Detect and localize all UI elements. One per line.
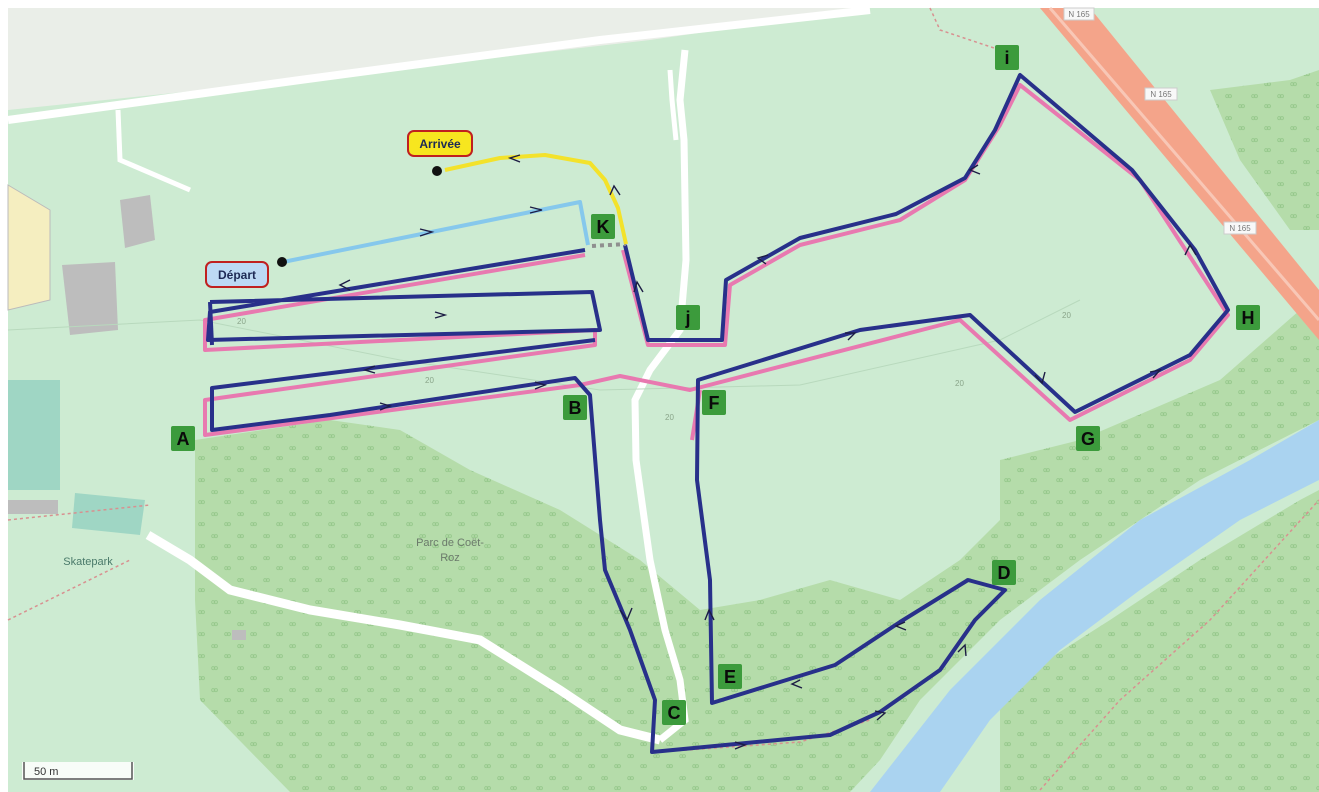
arrow-icon — [756, 254, 769, 265]
footpath — [7, 6, 871, 124]
arrow-icon — [894, 621, 907, 631]
footpath — [631, 49, 690, 743]
checkpoint-G: G — [1076, 426, 1100, 451]
road-n165 — [1040, 8, 1319, 340]
arrow-icon — [704, 608, 715, 621]
route-finish — [444, 153, 628, 245]
arrow-icon — [434, 311, 448, 319]
route-start — [282, 200, 590, 264]
road-label-n165-mid: N 165 — [1150, 90, 1172, 99]
checkpoint-label: A — [177, 429, 190, 449]
checkpoint-label: G — [1081, 429, 1095, 449]
skatepark-label: Skatepark — [63, 556, 113, 568]
arrow-icon — [790, 679, 803, 689]
arrivee-badge: Arrivée — [407, 130, 473, 157]
contour-label: 20 — [955, 379, 964, 388]
footpath — [145, 531, 662, 745]
pond-area — [8, 380, 60, 490]
river — [870, 420, 1319, 792]
route-navy — [206, 73, 1230, 754]
scale-bar: 50 m — [22, 762, 134, 780]
arrow-icon — [1184, 243, 1197, 256]
arrow-icon — [957, 643, 967, 657]
checkpoint-j: j — [676, 305, 700, 330]
depart-label: Départ — [218, 268, 256, 282]
checkpoint-label: H — [1242, 308, 1255, 328]
stadium — [7, 184, 51, 311]
road-label-n165-top: N 165 — [1068, 10, 1090, 19]
forest-zone-ne — [1210, 70, 1319, 230]
checkpoint-B: B — [563, 395, 587, 420]
contour-label: 20 — [1062, 311, 1071, 320]
checkpoint-D: D — [992, 560, 1016, 585]
park-name-line2: Roz — [440, 552, 460, 564]
arrow-icon — [419, 228, 435, 237]
arrow-icon — [619, 607, 633, 622]
arrivee-label: Arrivée — [419, 137, 461, 151]
scale-label: 50 m — [34, 766, 58, 778]
arrow-icon — [734, 741, 748, 750]
route-connector — [591, 242, 627, 248]
checkpoint-label: j — [684, 308, 690, 328]
start-point — [277, 257, 287, 267]
forest-zone-se — [1000, 490, 1319, 792]
checkpoint-i: i — [995, 45, 1019, 70]
checkpoint-label: E — [724, 667, 736, 687]
checkpoint-F: F — [702, 390, 726, 415]
road-label-n165-corner: N 165 — [1229, 224, 1251, 233]
building — [62, 262, 118, 335]
contour-label: 20 — [665, 413, 674, 422]
checkpoint-label: F — [709, 393, 720, 413]
checkpoint-label: i — [1004, 48, 1009, 68]
arrow-icon — [845, 332, 857, 341]
building — [232, 630, 246, 640]
arrow-icon — [379, 402, 393, 411]
checkpoint-label: C — [668, 703, 681, 723]
checkpoint-labels: A B C D E F G Hi j K — [171, 45, 1260, 725]
building — [8, 500, 58, 514]
contour-label: 20 — [425, 376, 434, 385]
direction-arrows — [338, 154, 1197, 750]
footpath — [115, 109, 191, 193]
arrow-icon — [633, 280, 644, 293]
arrow-icon — [1149, 368, 1162, 379]
checkpoint-K: K — [591, 214, 615, 239]
checkpoint-E: E — [718, 664, 742, 689]
finish-point — [432, 166, 442, 176]
arrow-icon — [968, 164, 981, 175]
arrow-icon — [529, 206, 543, 214]
checkpoint-C: C — [662, 700, 686, 725]
checkpoint-label: B — [569, 398, 582, 418]
arrow-icon — [338, 279, 351, 291]
checkpoint-A: A — [171, 426, 195, 451]
arrow-icon — [507, 154, 521, 163]
checkpoint-H: H — [1236, 305, 1260, 330]
arrow-icon — [534, 381, 548, 390]
arrow-icon — [362, 365, 376, 374]
arrow-icon — [609, 184, 621, 196]
forest-zone — [195, 300, 1319, 792]
sports-field — [72, 493, 145, 535]
arrow-icon — [1034, 371, 1046, 385]
checkpoint-label: D — [998, 563, 1011, 583]
park-name-line1: Parc de Coët- — [416, 537, 484, 549]
arrow-icon — [874, 710, 887, 721]
contour-label: 20 — [237, 317, 246, 326]
depart-badge: Départ — [205, 261, 269, 288]
building — [120, 195, 155, 248]
checkpoint-label: K — [597, 217, 610, 237]
